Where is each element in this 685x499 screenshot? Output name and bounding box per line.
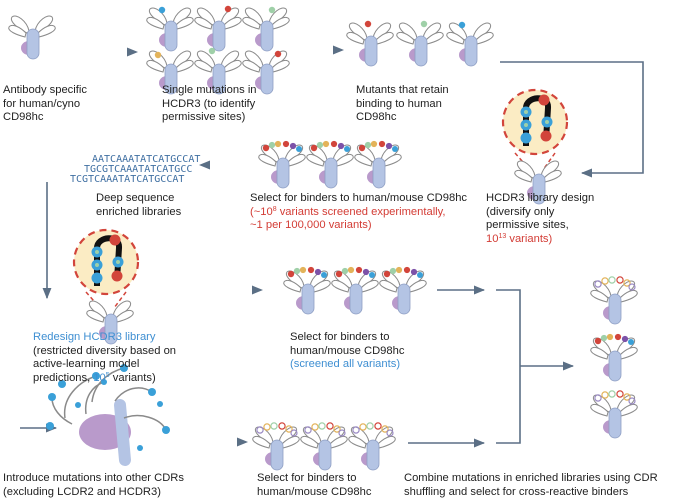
svg-text:TCGTCAAATATCATGCCAT: TCGTCAAATATCATGCCAT (70, 174, 184, 185)
svg-text:AATCAAATATCATGCCAT: AATCAAATATCATGCCAT (92, 154, 200, 165)
merge-bracket (496, 289, 521, 444)
multi-cdr-mutation-icon (46, 364, 170, 466)
sequencing-reads-icon: AATCAAATATCATGCCAT TGCGTCAAATATCATGCC TC… (70, 154, 200, 185)
step5-label: Select for binders to human/mouse CD98hc… (250, 192, 468, 232)
step11-label: Combine mutations in enriched libraries … (404, 472, 658, 498)
redesigned-binders-icon (284, 267, 427, 314)
hcdr3-library-design-icon (503, 90, 567, 205)
step7-label: Redesign HCDR3 library (restricted diver… (33, 331, 177, 384)
single-mutant-antibodies-icon (146, 5, 290, 95)
step9-label: Introduce mutations into other CDRs(excl… (3, 472, 184, 498)
svg-text:TGCGTCAAATATCATGCC: TGCGTCAAATATCATGCC (84, 164, 192, 175)
other-cdr-binders-icon (253, 423, 396, 470)
parent-antibody-icon (8, 15, 56, 60)
arrow-3 (500, 61, 644, 178)
library-selection-antibodies-icon (259, 141, 402, 188)
cross-reactive-binders-icon (591, 277, 638, 438)
redesign-hcdr3-library-icon (74, 230, 138, 345)
binding-mutant-antibodies-icon (346, 20, 494, 67)
